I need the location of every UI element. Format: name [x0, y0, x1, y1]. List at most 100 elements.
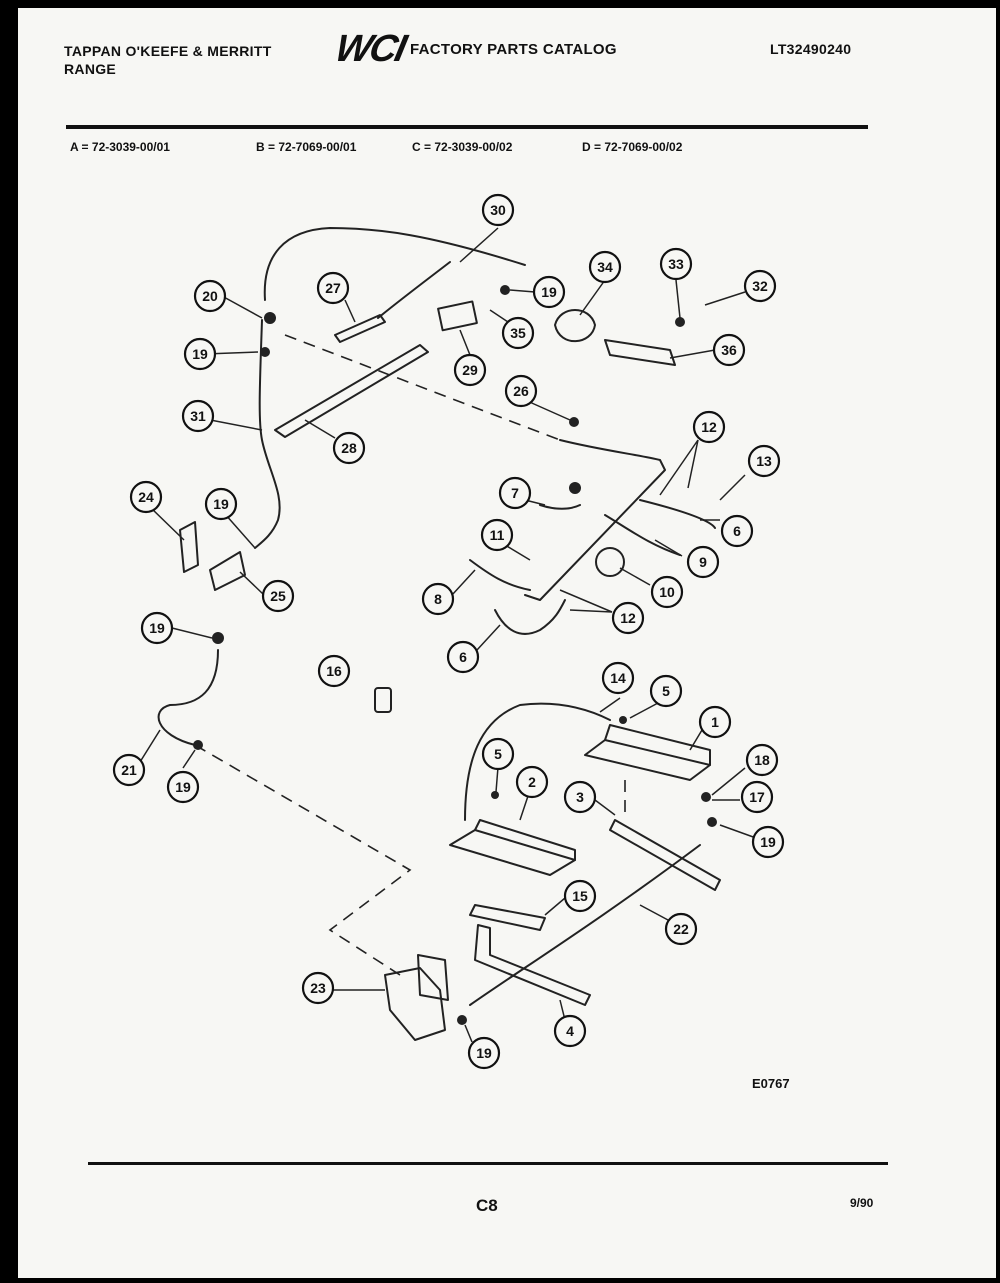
grommet-16: [374, 687, 392, 713]
callout-circle: [563, 780, 597, 814]
callout-circle: [261, 579, 295, 613]
bracket-27: [334, 314, 386, 343]
callout-14: 14: [601, 661, 635, 695]
callout-19: 19: [166, 770, 200, 804]
callout-16: 16: [317, 654, 351, 688]
callout-label: 36: [721, 342, 737, 358]
callout-18: 18: [745, 743, 779, 777]
burner-2: [449, 829, 576, 876]
callout-10: 10: [650, 575, 684, 609]
callout-19: 19: [532, 275, 566, 309]
callout-label: 19: [476, 1045, 492, 1061]
callout-circle: [129, 480, 163, 514]
callout-31: 31: [181, 399, 215, 433]
tube-4: [474, 924, 591, 1006]
callout-label: 29: [462, 362, 478, 378]
callout-label: 8: [434, 591, 442, 607]
callout-19: 19: [751, 825, 785, 859]
variant-d: D = 72-7069-00/02: [582, 140, 683, 154]
callout-circle: [553, 1014, 587, 1048]
tube-11: [469, 559, 531, 591]
brand-line-2: RANGE: [64, 61, 117, 77]
callout-circle: [501, 316, 535, 350]
callout-circle: [301, 971, 335, 1005]
callout-label: 19: [213, 496, 229, 512]
brand-line-1: TAPPAN O'KEEFE & MERRITT: [64, 43, 272, 59]
footer-rule: [88, 1162, 888, 1165]
page-number: C8: [476, 1196, 498, 1215]
tube-6-upper: [639, 499, 716, 529]
callout-circle: [692, 410, 726, 444]
callout-label: 5: [494, 746, 502, 762]
callout-label: 34: [597, 259, 613, 275]
callout-30: 30: [481, 193, 515, 227]
callout-19: 19: [140, 611, 174, 645]
fitting-7: [569, 482, 581, 494]
callout-circle: [332, 431, 366, 465]
tube-6-lower: [494, 599, 566, 635]
callout-circle: [712, 333, 746, 367]
callout-circle: [317, 654, 351, 688]
tube-21: [157, 649, 219, 746]
callout-17: 17: [740, 780, 774, 814]
callout-label: 17: [749, 789, 765, 805]
variant-a: A = 72-3039-00/01: [70, 140, 170, 154]
callout-8: 8: [421, 582, 455, 616]
tube-22: [469, 844, 701, 1006]
callout-circle: [611, 601, 645, 635]
callout-circle: [112, 753, 146, 787]
catalog-title: FACTORY PARTS CATALOG: [410, 41, 617, 58]
brand-name: TAPPAN O'KEEFE & MERRITT RANGE: [64, 42, 272, 78]
callout-circle: [421, 582, 455, 616]
callout-2: 2: [515, 765, 549, 799]
variant-c: C = 72-3039-00/02: [412, 140, 513, 154]
callout-label: 25: [270, 588, 286, 604]
callout-circle: [498, 476, 532, 510]
block-29: [437, 300, 478, 332]
fitting-17: [701, 792, 711, 802]
callout-15: 15: [563, 879, 597, 913]
callout-label: 23: [310, 980, 326, 996]
tube-31: [254, 319, 281, 549]
bracket-36: [604, 339, 676, 366]
callout-label: 12: [620, 610, 636, 626]
callout-13: 13: [747, 444, 781, 478]
callout-label: 31: [190, 408, 206, 424]
callout-label: 19: [175, 779, 191, 795]
burner-tube-28: [274, 344, 429, 438]
fitting-20: [264, 312, 276, 324]
callout-22: 22: [664, 912, 698, 946]
callout-27: 27: [316, 271, 350, 305]
callout-6: 6: [720, 514, 754, 548]
callout-circle: [745, 743, 779, 777]
callout-label: 6: [459, 649, 467, 665]
callout-label: 30: [490, 202, 506, 218]
callout-circle: [563, 879, 597, 913]
callout-circle: [166, 770, 200, 804]
part-15: [469, 904, 546, 931]
variant-b: B = 72-7069-00/01: [256, 140, 357, 154]
callout-3: 3: [563, 780, 597, 814]
callout-circle: [467, 1036, 501, 1070]
callout-20: 20: [193, 279, 227, 313]
fitting-26: [569, 417, 579, 427]
callout-label: 6: [733, 523, 741, 539]
callout-circle: [740, 780, 774, 814]
callout-circle: [720, 514, 754, 548]
model-number: LT32490240: [770, 41, 852, 57]
wire-14: [464, 702, 611, 821]
callout-label: 16: [326, 663, 342, 679]
callout-label: 27: [325, 280, 341, 296]
callout-34: 34: [588, 250, 622, 284]
upper-tube: [263, 227, 526, 301]
callout-26: 26: [504, 374, 538, 408]
callout-circle: [481, 193, 515, 227]
bracket-25: [209, 551, 246, 591]
callout-circle: [532, 275, 566, 309]
callout-circle: [649, 674, 683, 708]
callout-circle: [204, 487, 238, 521]
callout-label: 3: [576, 789, 584, 805]
ring-10: [595, 547, 625, 577]
fitting-19f: [457, 1015, 467, 1025]
